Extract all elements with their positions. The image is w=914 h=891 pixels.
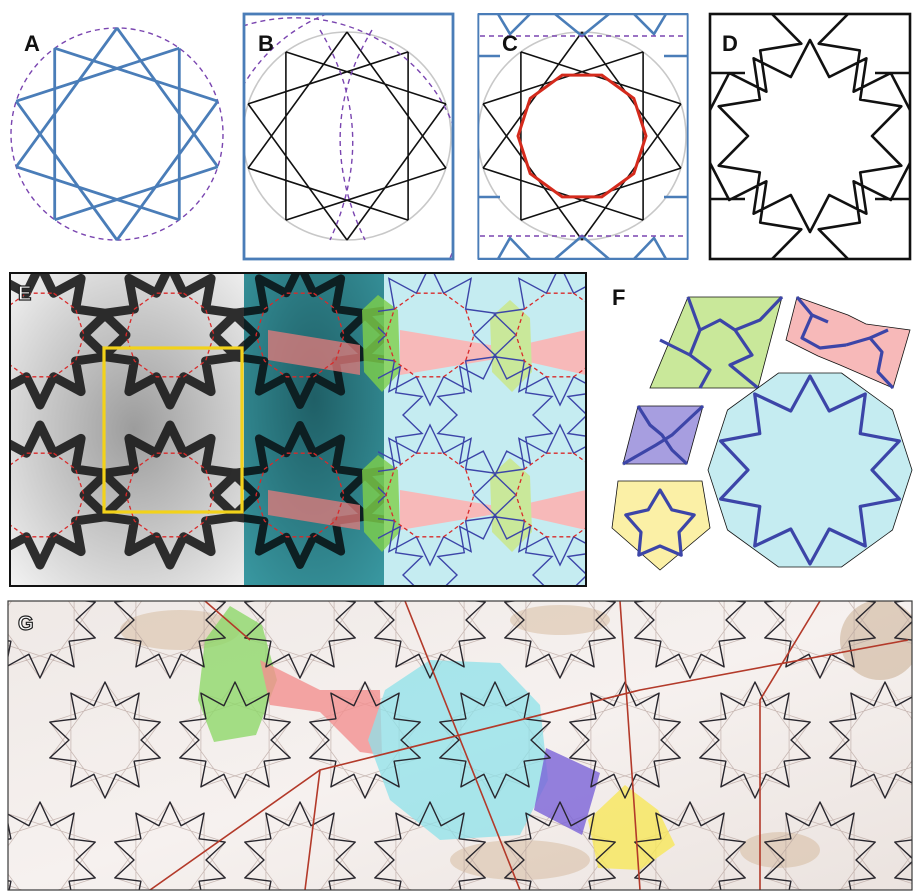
panel-label-e: E [18, 283, 31, 305]
panel-label-d: D [722, 31, 738, 56]
panel-label-b: B [258, 31, 274, 56]
construction-circle-dashed [11, 28, 223, 240]
tile-decagon [708, 373, 912, 567]
panel-d-frame [710, 14, 910, 259]
tile-elongated-hexagon [650, 297, 782, 388]
guide-circle [478, 32, 686, 240]
panel-a: A [11, 28, 223, 240]
tile-pentagon [612, 481, 710, 570]
panel-label-c: C [502, 31, 518, 56]
horizontal-guides-dashed [480, 36, 686, 236]
panel-f: F [612, 285, 912, 570]
intersecting-arcs-dashed [220, 2, 466, 258]
panel-e: E [0, 265, 682, 635]
tile-rhombus [623, 406, 703, 464]
ten-point-star [248, 32, 446, 240]
panel-c: C [478, 14, 688, 259]
panel-label-g: G [18, 613, 34, 635]
guide-circle [243, 32, 451, 240]
panel-g: G [0, 562, 914, 891]
panel-b: B [220, 2, 466, 259]
panel-label-f: F [612, 285, 625, 310]
ten-point-star-construction [16, 28, 218, 240]
panel-label-a: A [24, 31, 40, 56]
ten-point-star [483, 32, 681, 240]
central-decagon-red [518, 75, 646, 197]
